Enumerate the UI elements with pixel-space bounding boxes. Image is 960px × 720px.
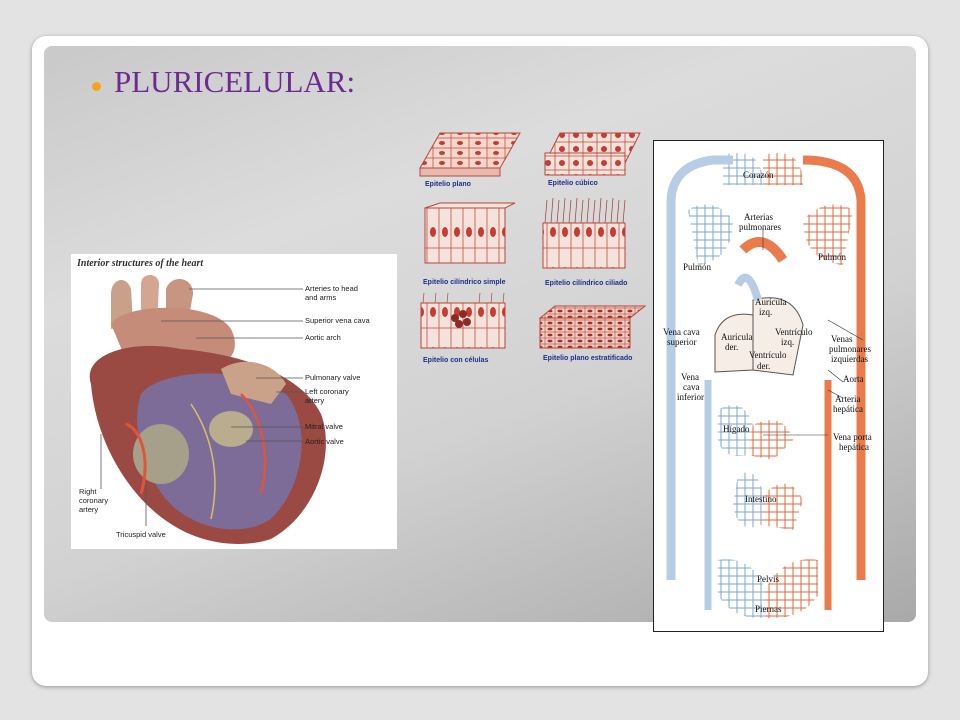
circ-label: Vena — [681, 372, 699, 382]
circ-label: Corazón — [743, 170, 774, 180]
circ-label: Venas — [831, 334, 853, 344]
epithelium-label: Epitelio con células — [423, 357, 488, 364]
circ-label: izq. — [759, 307, 772, 317]
circ-label: izq. — [781, 337, 794, 347]
circ-label: der. — [725, 342, 738, 352]
heart-caption: Interior structures of the heart — [76, 258, 204, 269]
heart-label: Tricuspid valve — [116, 530, 166, 539]
heart-label: Superior vena cava — [305, 316, 370, 325]
epithelia-illustration: Epitelio plano Epitelio cúbico Epitelio … — [419, 132, 647, 364]
heart-label: artery — [79, 505, 98, 514]
circ-label: hepática — [839, 442, 869, 452]
circ-label: pulmonares — [829, 344, 871, 354]
circ-label: izquierdas — [831, 354, 868, 364]
circ-label: Hígado — [723, 424, 750, 434]
epithelium-label: Epitelio plano — [425, 181, 471, 188]
epithelium-label: Epitelio plano estratificado — [543, 355, 632, 362]
heart-label: Pulmonary valve — [305, 373, 360, 382]
slide-title-text: PLURICELULAR: — [114, 64, 356, 99]
bullet-icon — [92, 82, 101, 91]
slide-title: PLURICELULAR: — [92, 64, 355, 100]
heart-label: coronary — [79, 496, 108, 505]
circ-label: superior — [667, 337, 697, 347]
circ-label: Intestino — [745, 494, 777, 504]
circ-label: cava — [683, 382, 699, 392]
circ-label: Piernas — [755, 604, 782, 614]
circ-label: Aorta — [843, 374, 864, 384]
heart-label: Aortic valve — [305, 437, 344, 446]
circulation-diagram: Corazón Arterias pulmonares Pulmón Pulmó… — [653, 140, 884, 632]
heart-label: Arteries to head — [305, 284, 358, 293]
circ-label: Pelvis — [757, 574, 780, 584]
circ-label: Pulmón — [818, 252, 847, 262]
epithelium-label: Epitelio cilíndrico ciliado — [545, 280, 627, 287]
circ-label: Vena porta — [833, 432, 872, 442]
heart-label: and arms — [305, 293, 337, 302]
circ-label: der. — [757, 361, 770, 371]
heart-label: Mitral valve — [305, 422, 343, 431]
heart-label: Left coronary — [305, 387, 349, 396]
heart-label: Aortic arch — [305, 333, 341, 342]
heart-label: artery — [305, 396, 324, 405]
circ-label: Aurícula — [721, 332, 753, 342]
circ-label: Pulmón — [683, 262, 712, 272]
circ-label: Ventrículo — [775, 327, 813, 337]
circ-label: Vena cava — [663, 327, 700, 337]
heart-illustration: Interior structures of the heart Arterie… — [71, 254, 397, 549]
circ-label: pulmonares — [739, 222, 781, 232]
circ-label: hepática — [833, 404, 863, 414]
epithelium-label: Epitelio cilíndrico simple — [423, 279, 506, 286]
circ-label: Aurícula — [755, 297, 787, 307]
circ-label: inferior — [677, 392, 704, 402]
circ-label: Arteria — [835, 394, 860, 404]
circ-label: Ventrículo — [749, 350, 787, 360]
epithelium-label: Epitelio cúbico — [548, 180, 598, 187]
heart-label: Right — [79, 487, 97, 496]
circ-label: Arterias — [744, 212, 773, 222]
